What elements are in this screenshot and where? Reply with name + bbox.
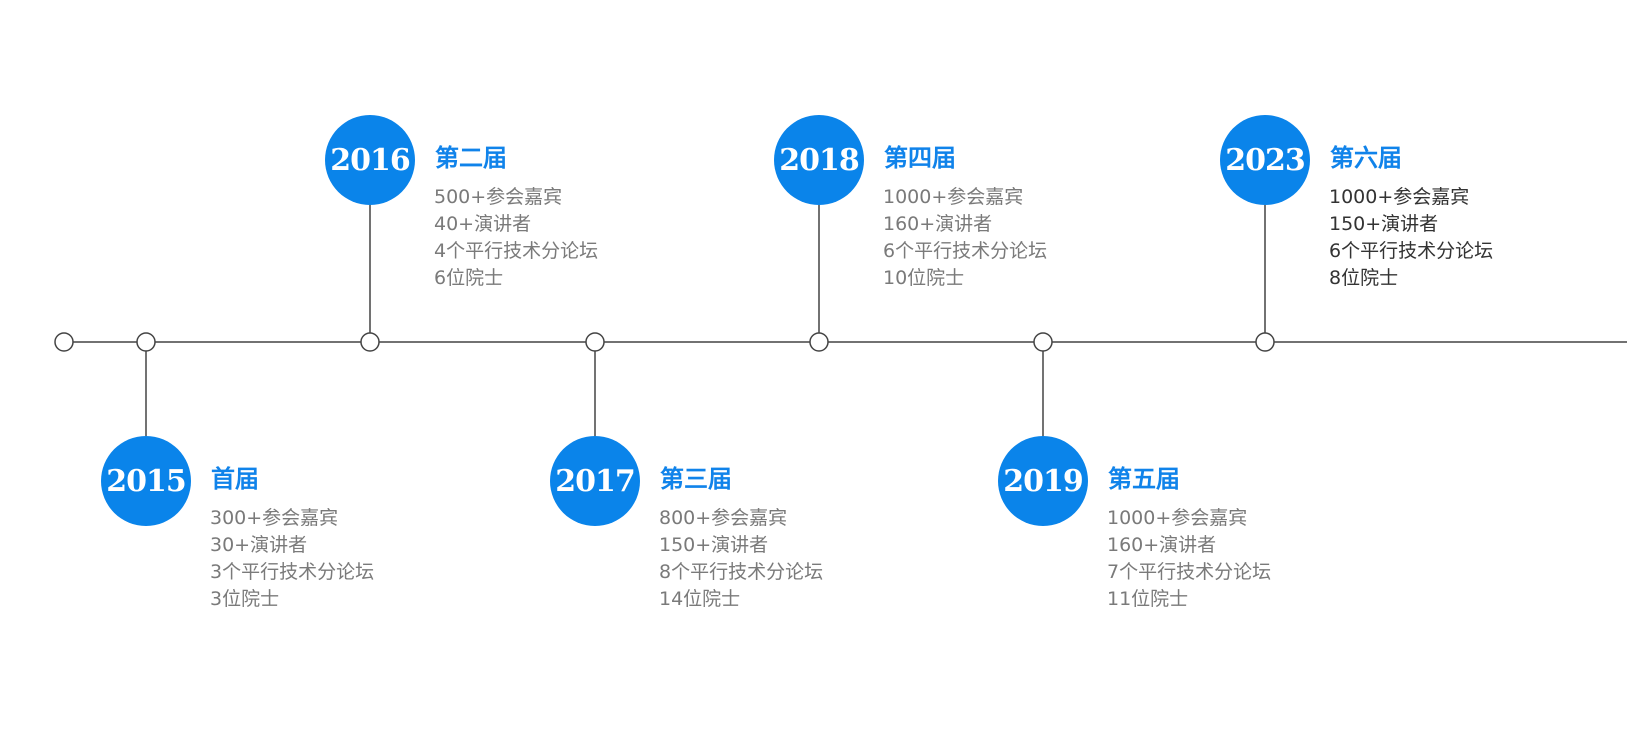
stat-item: 300+参会嘉宾	[210, 507, 339, 529]
stat-item: 160+演讲者	[883, 213, 993, 235]
stat-item: 1000+参会嘉宾	[1329, 186, 1470, 208]
stat-item: 14位院士	[659, 588, 741, 610]
year-badge: 2019	[998, 436, 1088, 526]
edition-title: 第五届	[1108, 465, 1180, 493]
stat-item: 8位院士	[1329, 267, 1399, 289]
stat-item: 800+参会嘉宾	[659, 507, 788, 529]
stat-item: 6个平行技术分论坛	[1329, 240, 1494, 262]
year-badge: 2016	[325, 115, 415, 205]
timeline-node	[585, 332, 605, 352]
stat-item: 1000+参会嘉宾	[1107, 507, 1248, 529]
stat-item: 3个平行技术分论坛	[210, 561, 375, 583]
year-badge: 2017	[550, 436, 640, 526]
stat-item: 1000+参会嘉宾	[883, 186, 1024, 208]
stat-item: 10位院士	[883, 267, 965, 289]
year-badge: 2023	[1220, 115, 1310, 205]
stat-item: 150+演讲者	[1329, 213, 1439, 235]
edition-title: 第三届	[660, 465, 732, 493]
stat-item: 150+演讲者	[659, 534, 769, 556]
edition-stats: 1000+参会嘉宾 160+演讲者 7个平行技术分论坛 11位院士	[1107, 505, 1271, 613]
edition-title: 第二届	[435, 144, 507, 172]
edition-title: 第六届	[1330, 144, 1402, 172]
stat-item: 6位院士	[434, 267, 504, 289]
stat-item: 30+演讲者	[210, 534, 308, 556]
stat-item: 500+参会嘉宾	[434, 186, 563, 208]
timeline-node	[360, 332, 380, 352]
stat-item: 11位院士	[1107, 588, 1189, 610]
year-badge: 2015	[101, 436, 191, 526]
edition-stats: 500+参会嘉宾 40+演讲者 4个平行技术分论坛 6位院士	[434, 184, 598, 292]
stat-item: 3位院士	[210, 588, 280, 610]
stat-item: 8个平行技术分论坛	[659, 561, 824, 583]
timeline-node	[1255, 332, 1275, 352]
stat-item: 4个平行技术分论坛	[434, 240, 599, 262]
stat-item: 7个平行技术分论坛	[1107, 561, 1272, 583]
stat-item: 40+演讲者	[434, 213, 532, 235]
edition-stats: 300+参会嘉宾 30+演讲者 3个平行技术分论坛 3位院士	[210, 505, 374, 613]
timeline-node	[809, 332, 829, 352]
edition-title: 首届	[211, 465, 259, 493]
year-badge: 2018	[774, 115, 864, 205]
edition-stats: 1000+参会嘉宾 160+演讲者 6个平行技术分论坛 10位院士	[883, 184, 1047, 292]
timeline-node	[54, 332, 74, 352]
edition-title: 第四届	[884, 144, 956, 172]
edition-stats: 1000+参会嘉宾 150+演讲者 6个平行技术分论坛 8位院士	[1329, 184, 1493, 292]
edition-stats: 800+参会嘉宾 150+演讲者 8个平行技术分论坛 14位院士	[659, 505, 823, 613]
stat-item: 160+演讲者	[1107, 534, 1217, 556]
timeline-node	[1033, 332, 1053, 352]
timeline-node	[136, 332, 156, 352]
stat-item: 6个平行技术分论坛	[883, 240, 1048, 262]
